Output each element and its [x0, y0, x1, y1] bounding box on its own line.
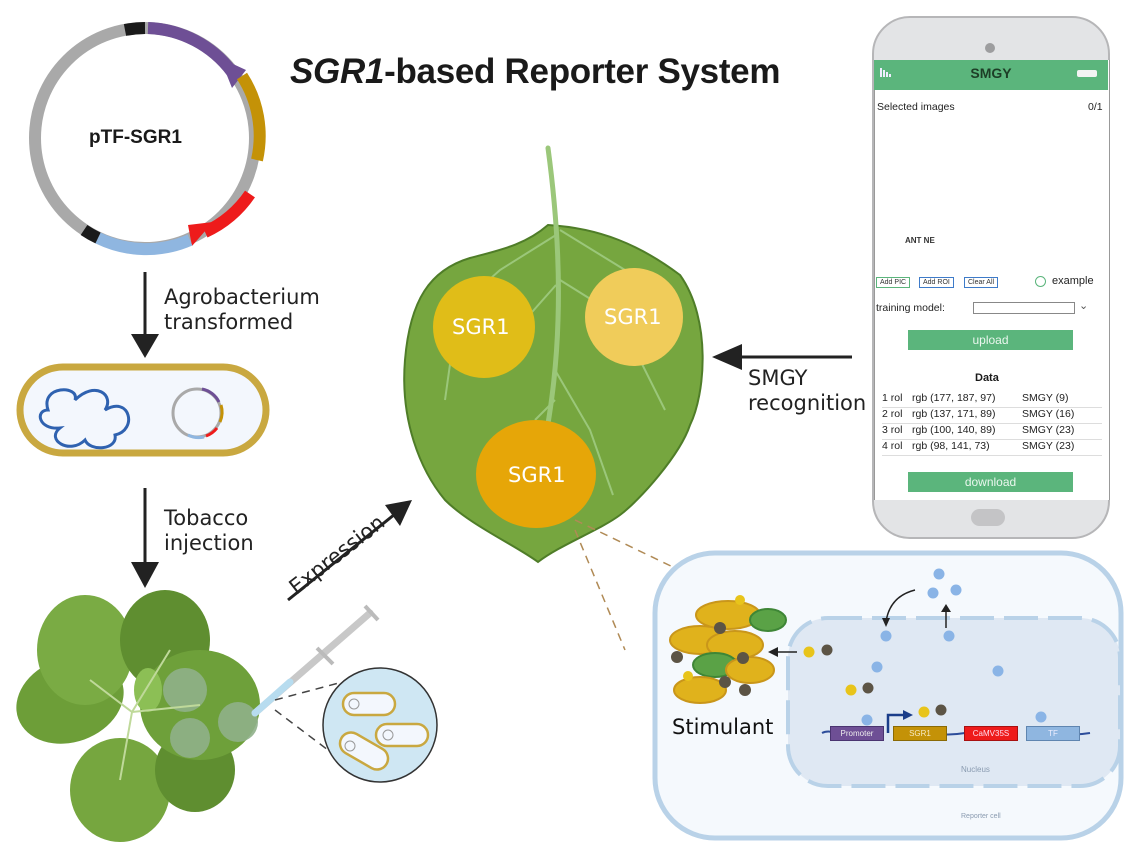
chromosome-icon	[38, 388, 131, 450]
plasmid-promoter-arrowhead	[220, 58, 246, 88]
example-link[interactable]: example	[1052, 275, 1094, 287]
tobacco-plant	[16, 590, 260, 842]
selected-images-count: 0/1	[1088, 101, 1103, 113]
upload-button[interactable]: upload	[908, 330, 1073, 350]
injection-spot	[170, 718, 210, 758]
app-title: SMGY	[970, 65, 1012, 81]
reporter-leaf	[403, 145, 704, 564]
sgr1-spot-2	[585, 268, 683, 366]
arrow-recognition-head	[712, 344, 742, 370]
phone-camera-icon	[985, 43, 995, 53]
injection-spot	[218, 702, 258, 742]
plasmid-marker-top	[123, 22, 146, 36]
sgr1-spot-3	[476, 420, 596, 528]
step-tobacco-label: Tobacco injection	[164, 506, 254, 555]
construct-camv35s: CaMV35S	[964, 726, 1018, 741]
step-recognition-label: SMGY recognition	[748, 366, 867, 415]
syringe-icon	[251, 604, 380, 717]
selected-images-label: Selected images	[877, 101, 955, 113]
training-model-label: training model:	[876, 302, 945, 314]
arrow-injection-head	[131, 562, 159, 588]
nucleus	[786, 616, 1122, 788]
step-agrobacterium-label: Agrobacterium transformed	[164, 285, 320, 334]
training-model-select[interactable]	[973, 302, 1075, 314]
download-button[interactable]: download	[908, 472, 1073, 492]
data-heading: Data	[975, 372, 999, 384]
leaf-spot-label: SGR1	[452, 315, 510, 339]
clear-all-button[interactable]: Clear All	[964, 277, 999, 288]
plasmid-map	[29, 22, 266, 256]
table-row: 1 rol rgb (177, 187, 97) SMGY (9)	[882, 392, 1102, 408]
leaf-spot-label: SGR1	[604, 305, 662, 329]
nucleus-label: Nucleus	[961, 765, 990, 774]
plasmid-marker-bottom	[80, 224, 101, 244]
arrow-expression-head	[385, 500, 412, 526]
construct-promoter: Promoter	[830, 726, 884, 741]
reporter-cell	[652, 550, 1124, 841]
table-row: 2 rol rgb (137, 171, 89) SMGY (16)	[882, 408, 1102, 424]
leaf-spot-label: SGR1	[508, 463, 566, 487]
roi-number: 1	[993, 163, 998, 172]
title-rest: -based Reporter System	[384, 52, 781, 91]
chevron-down-icon[interactable]: ⌄	[1079, 300, 1089, 312]
battery-icon	[1077, 70, 1097, 77]
stimulant-label: Stimulant	[672, 715, 774, 739]
injection-spot	[163, 668, 207, 712]
title-gene: SGR1	[290, 52, 385, 91]
plasmid-camv35s-arrowhead	[188, 222, 213, 246]
signal-icon	[880, 68, 891, 77]
data-table: 1 rol rgb (177, 187, 97) SMGY (9) 2 rol …	[882, 392, 1102, 456]
arrow-expression	[287, 508, 401, 602]
plasmid-tf-segment	[95, 232, 193, 256]
construct-sgr1: SGR1	[893, 726, 947, 741]
color-card-label: ANT NE	[905, 236, 935, 245]
agrobacterium-cell	[16, 363, 270, 457]
construct-tf: TF	[1026, 726, 1080, 741]
add-pic-button[interactable]: Add PIC	[876, 277, 911, 288]
plasmid-name: pTF-SGR1	[89, 127, 182, 148]
table-row: 3 rol rgb (100, 140, 89) SMGY (23)	[882, 424, 1102, 440]
app-header-bar	[874, 60, 1108, 90]
plasmid-camv35s-arrow	[202, 190, 255, 238]
add-roi-button[interactable]: Add ROI	[919, 277, 954, 288]
arrow-transform-head	[131, 334, 159, 358]
transcription-start-arrow	[886, 713, 905, 733]
roi-number: 4	[1061, 207, 1066, 216]
roi-number: 2	[1068, 165, 1073, 174]
table-row: 4 rol rgb (98, 141, 73) SMGY (23)	[882, 440, 1102, 456]
figure-title: SGR1-based Reporter System	[290, 52, 780, 92]
bacteria-zoom-circle	[322, 667, 438, 783]
roi-number: 3	[995, 204, 1000, 213]
example-target-icon[interactable]	[1035, 276, 1046, 287]
phone-home-button[interactable]	[971, 509, 1005, 526]
mitochondria-cluster	[669, 595, 787, 704]
plasmid-sgr1-segment	[236, 72, 266, 162]
plasmid-promoter-arrow	[147, 22, 237, 76]
sgr1-spot-1	[433, 276, 535, 378]
reporter-cell-label: Reporter cell	[961, 813, 1001, 820]
